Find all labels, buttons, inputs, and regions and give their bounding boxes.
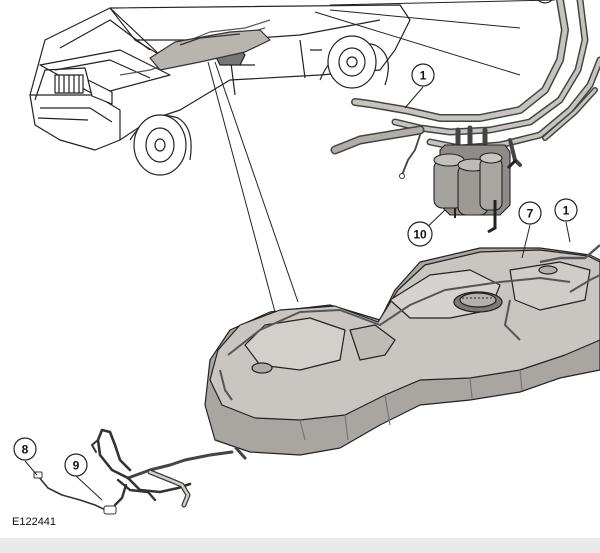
- callout-7: 7: [518, 201, 542, 225]
- figure-id-label: E122441: [12, 516, 57, 528]
- svg-text:9: 9: [73, 459, 80, 473]
- vehicle-illustration: [29, 4, 411, 176]
- partial-callout-edge: [537, 0, 553, 4]
- bottom-band: [0, 538, 600, 553]
- svg-text:7: 7: [527, 207, 534, 221]
- callout-1-right: 1: [554, 198, 578, 222]
- svg-text:8: 8: [22, 443, 29, 457]
- callout-1-upper: 1: [411, 63, 435, 87]
- fuel-feed-lines: [33, 428, 247, 515]
- leader-lines: [207, 0, 556, 313]
- fuel-tank: [204, 244, 600, 456]
- svg-text:10: 10: [413, 228, 427, 242]
- callout-9: 9: [64, 453, 88, 477]
- svg-text:1: 1: [563, 204, 570, 218]
- evap-canister: [433, 144, 518, 234]
- callout-8: 8: [13, 437, 37, 461]
- svg-text:1: 1: [420, 69, 427, 83]
- callout-10: 10: [407, 221, 433, 247]
